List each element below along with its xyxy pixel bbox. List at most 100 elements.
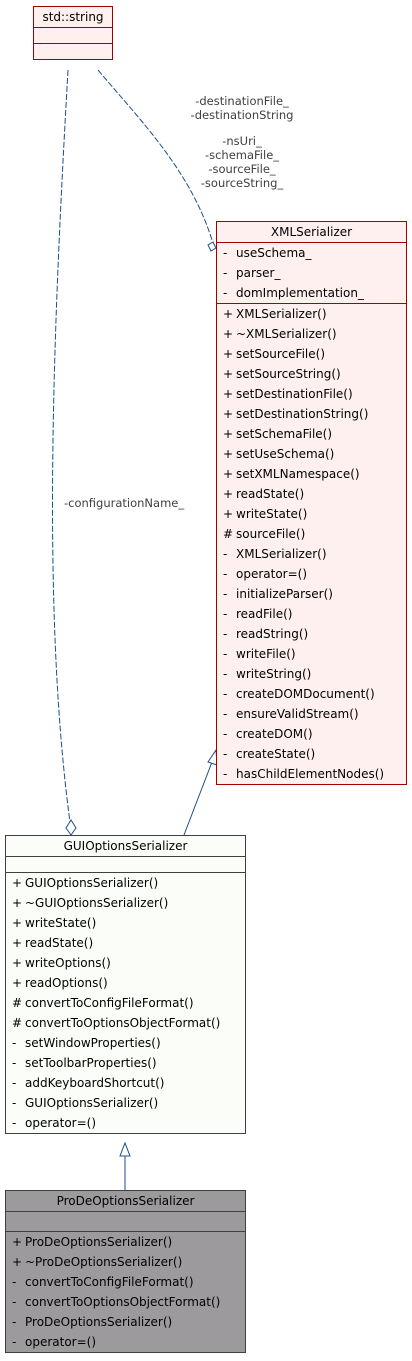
class-methods-section: +XMLSerializer()+~XMLSerializer()+setSou… (217, 303, 406, 784)
method-row[interactable]: +setSourceFile() (217, 344, 406, 364)
method-row[interactable]: -convertToConfigFileFormat() (6, 1272, 245, 1292)
member-name: readState() (236, 487, 305, 501)
method-row[interactable]: -readString() (217, 624, 406, 644)
method-row[interactable]: +setSchemaFile() (217, 424, 406, 444)
method-row[interactable]: -createDOM() (217, 724, 406, 744)
visibility-marker: - (12, 1076, 17, 1090)
member-name: setSchemaFile() (236, 427, 333, 441)
edge-string-to-xml-diamond (207, 241, 217, 252)
edge-string-to-gui (52, 69, 71, 823)
method-row[interactable]: +~ProDeOptionsSerializer() (6, 1252, 245, 1272)
edge-label-line: -schemaFile_ (204, 148, 280, 162)
method-row[interactable]: +~XMLSerializer() (217, 324, 406, 344)
visibility-marker: + (223, 367, 234, 381)
member-name: readString() (236, 627, 309, 641)
method-row[interactable]: -convertToOptionsObjectFormat() (6, 1292, 245, 1312)
edge-string-to-gui-diamond (65, 819, 77, 836)
class-std-string[interactable]: std::string (33, 6, 113, 60)
member-name: setDestinationFile() (236, 387, 353, 401)
method-row[interactable]: +writeState() (6, 913, 245, 933)
class-methods-section (34, 43, 112, 59)
member-name: setSourceString() (236, 367, 341, 381)
edge-label-line: -nsUri_ (222, 134, 262, 148)
member-name: setToolbarProperties() (25, 1056, 157, 1070)
method-row[interactable]: +setDestinationFile() (217, 384, 406, 404)
method-row[interactable]: #sourceFile() (217, 524, 406, 544)
visibility-marker: - (12, 1315, 17, 1329)
method-row[interactable]: -readFile() (217, 604, 406, 624)
visibility-marker: - (12, 1056, 17, 1070)
method-row[interactable]: -hasChildElementNodes() (217, 764, 406, 784)
member-name: XMLSerializer() (236, 547, 327, 561)
visibility-marker: + (223, 487, 234, 501)
visibility-marker: - (12, 1295, 17, 1309)
method-row[interactable]: -writeString() (217, 664, 406, 684)
member-name: createDOMDocument() (236, 687, 375, 701)
class-xmlserializer[interactable]: XMLSerializer -useSchema_-parser_-domImp… (216, 221, 407, 785)
visibility-marker: + (223, 307, 234, 321)
edge-label-line (178, 122, 306, 134)
method-row[interactable]: +ProDeOptionsSerializer() (6, 1232, 245, 1252)
visibility-marker: - (223, 727, 228, 741)
member-name: GUIOptionsSerializer() (25, 876, 159, 890)
member-name: writeString() (236, 667, 312, 681)
method-row[interactable]: -createState() (217, 744, 406, 764)
method-row[interactable]: -createDOMDocument() (217, 684, 406, 704)
method-row[interactable]: -setToolbarProperties() (6, 1053, 245, 1073)
member-name: ProDeOptionsSerializer() (25, 1315, 173, 1329)
method-row[interactable]: -operator=() (6, 1332, 245, 1352)
member-name: setWindowProperties() (25, 1036, 161, 1050)
attribute-row[interactable]: -domImplementation_ (217, 283, 406, 303)
method-row[interactable]: -operator=() (6, 1113, 245, 1133)
method-row[interactable]: #convertToOptionsObjectFormat() (6, 1013, 245, 1033)
edge-prode-inherits-gui-arrow (119, 1141, 131, 1157)
method-row[interactable]: +XMLSerializer() (217, 304, 406, 324)
visibility-marker: - (223, 607, 228, 621)
attribute-row[interactable]: -parser_ (217, 263, 406, 283)
method-row[interactable]: +readState() (217, 484, 406, 504)
method-row[interactable]: +writeOptions() (6, 953, 245, 973)
member-name: convertToOptionsObjectFormat() (25, 1016, 221, 1030)
method-row[interactable]: +readOptions() (6, 973, 245, 993)
member-name: useSchema_ (236, 246, 312, 260)
visibility-marker: # (12, 996, 23, 1010)
edge-label-line: -sourceString_ (200, 176, 284, 190)
visibility-marker: + (12, 876, 23, 890)
member-name: ~GUIOptionsSerializer() (25, 896, 169, 910)
class-guioptionsserializer[interactable]: GUIOptionsSerializer +GUIOptionsSerializ… (5, 835, 246, 1134)
method-row[interactable]: +writeState() (217, 504, 406, 524)
method-row[interactable]: +setDestinationString() (217, 404, 406, 424)
attribute-row[interactable]: -useSchema_ (217, 243, 406, 263)
method-row[interactable]: -ProDeOptionsSerializer() (6, 1312, 245, 1332)
method-row[interactable]: +setUseSchema() (217, 444, 406, 464)
method-row[interactable]: -initializeParser() (217, 584, 406, 604)
member-name: domImplementation_ (236, 286, 364, 300)
visibility-marker: - (223, 687, 228, 701)
visibility-marker: + (223, 327, 234, 341)
visibility-marker: + (223, 347, 234, 361)
method-row[interactable]: -XMLSerializer() (217, 544, 406, 564)
method-row[interactable]: #convertToConfigFileFormat() (6, 993, 245, 1013)
method-row[interactable]: +readState() (6, 933, 245, 953)
method-row[interactable]: -addKeyboardShortcut() (6, 1073, 245, 1093)
method-row[interactable]: -ensureValidStream() (217, 704, 406, 724)
class-attributes-section (6, 1211, 245, 1231)
edge-label-line: -sourceFile_ (208, 162, 276, 176)
class-attributes-section (34, 27, 112, 43)
method-row[interactable]: +setSourceString() (217, 364, 406, 384)
visibility-marker: - (223, 667, 228, 681)
member-name: convertToConfigFileFormat() (25, 1275, 194, 1289)
method-row[interactable]: +setXMLNamespace() (217, 464, 406, 484)
class-prodeoptionsserializer[interactable]: ProDeOptionsSerializer +ProDeOptionsSeri… (5, 1190, 246, 1353)
member-name: sourceFile() (236, 527, 306, 541)
member-name: addKeyboardShortcut() (25, 1076, 165, 1090)
method-row[interactable]: -operator=() (217, 564, 406, 584)
member-name: ensureValidStream() (236, 707, 359, 721)
member-name: ProDeOptionsSerializer() (25, 1235, 173, 1249)
method-row[interactable]: +~GUIOptionsSerializer() (6, 893, 245, 913)
method-row[interactable]: -writeFile() (217, 644, 406, 664)
method-row[interactable]: -setWindowProperties() (6, 1033, 245, 1053)
method-row[interactable]: +GUIOptionsSerializer() (6, 873, 245, 893)
method-row[interactable]: -GUIOptionsSerializer() (6, 1093, 245, 1113)
member-name: writeState() (25, 916, 97, 930)
